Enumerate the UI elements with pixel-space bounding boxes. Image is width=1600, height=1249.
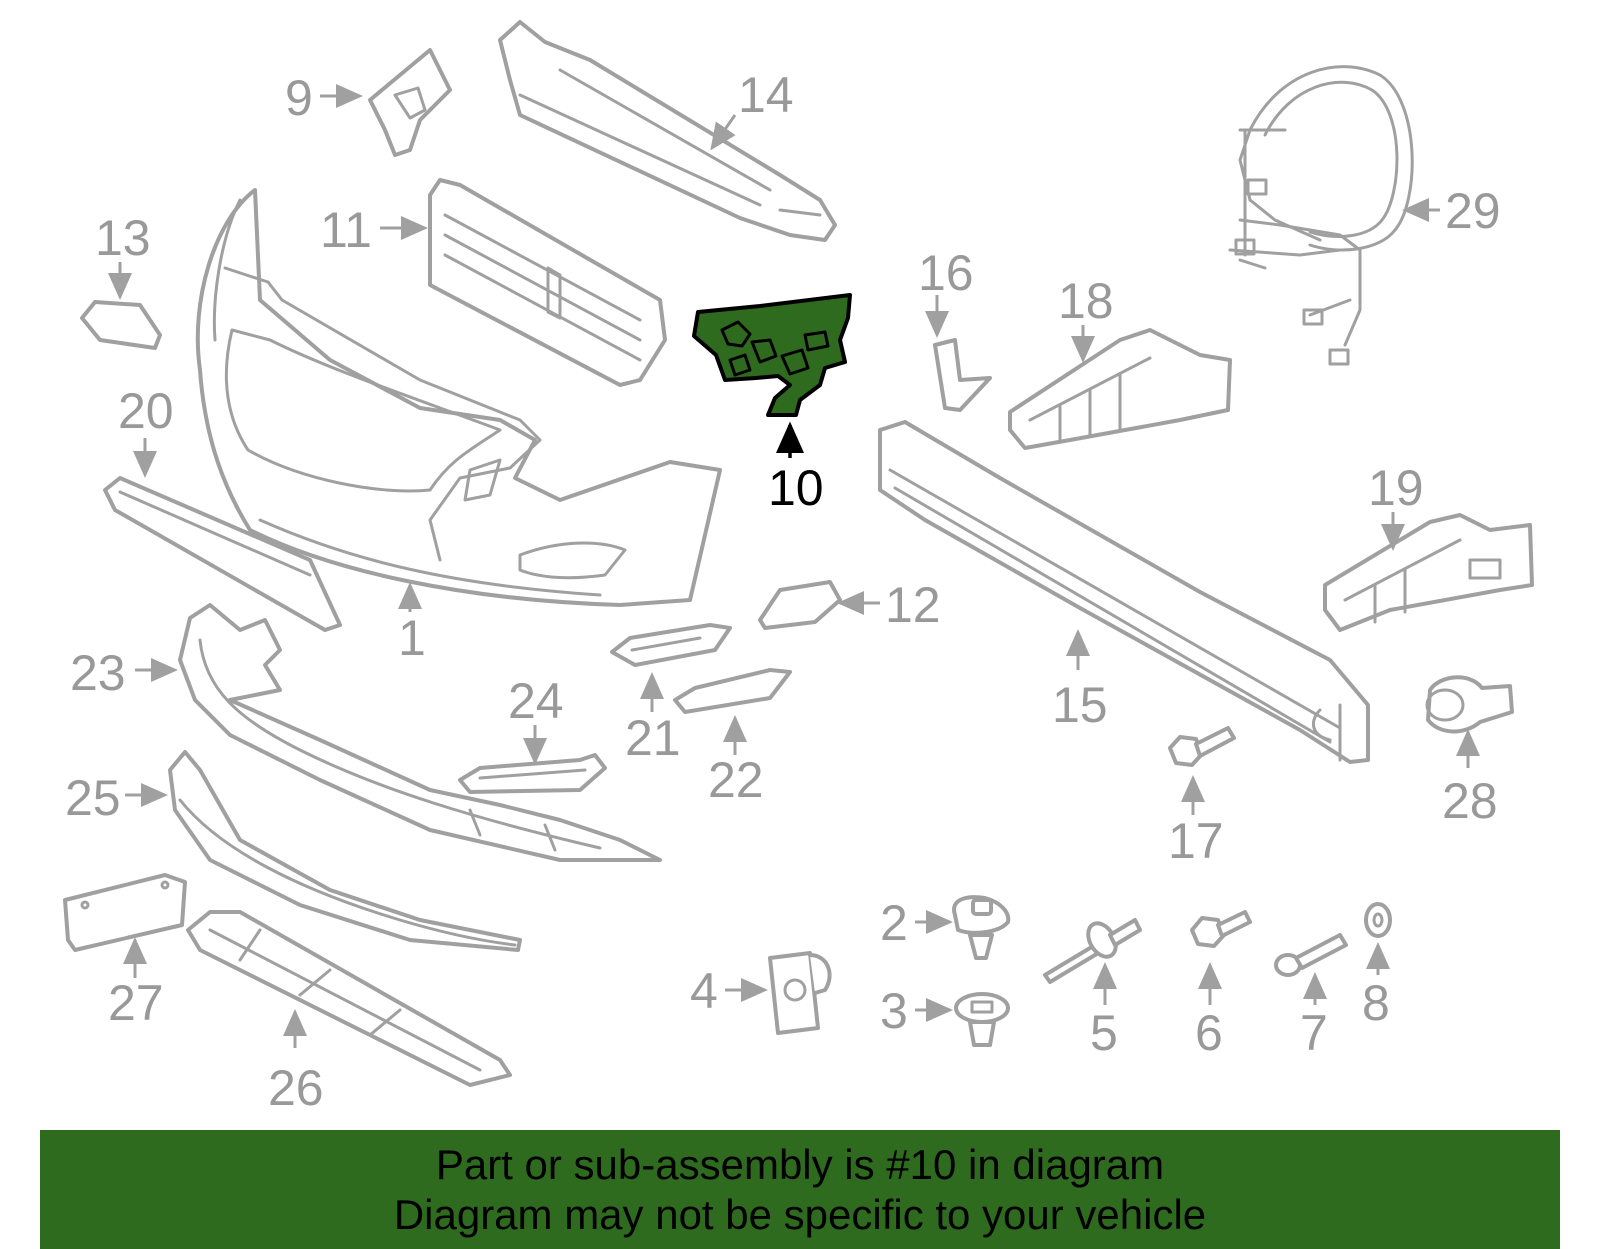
svg-text:13: 13 bbox=[95, 210, 151, 266]
svg-text:8: 8 bbox=[1362, 975, 1390, 1031]
svg-text:25: 25 bbox=[65, 770, 121, 826]
part-14-absorber bbox=[498, 20, 837, 242]
part-8-washer bbox=[1364, 902, 1392, 938]
part-2-push-clip bbox=[952, 895, 1011, 960]
svg-text:27: 27 bbox=[108, 975, 164, 1031]
callout-6: 6 bbox=[1195, 962, 1223, 1061]
svg-text:29: 29 bbox=[1445, 183, 1501, 239]
info-banner: Part or sub-assembly is #10 in diagram D… bbox=[40, 1130, 1560, 1249]
part-27-plate bbox=[63, 873, 187, 952]
svg-text:18: 18 bbox=[1058, 273, 1114, 329]
callout-22: 22 bbox=[708, 715, 764, 808]
callout-18: 18 bbox=[1058, 273, 1114, 363]
part-29-wiring-harness bbox=[1228, 65, 1414, 366]
part-26-skid-plate bbox=[186, 910, 512, 1087]
part-4-bracket bbox=[768, 951, 832, 1035]
svg-text:5: 5 bbox=[1090, 1005, 1118, 1061]
part-28-parking-sensor bbox=[1425, 675, 1514, 734]
callout-17: 17 bbox=[1168, 775, 1224, 869]
callout-21: 21 bbox=[625, 672, 681, 766]
callout-26: 26 bbox=[268, 1009, 324, 1116]
callout-7: 7 bbox=[1300, 972, 1328, 1061]
callout-2: 2 bbox=[880, 895, 953, 951]
callout-3: 3 bbox=[880, 983, 953, 1039]
callout-24: 24 bbox=[508, 673, 564, 765]
svg-text:17: 17 bbox=[1168, 813, 1224, 869]
svg-text:14: 14 bbox=[738, 67, 794, 123]
svg-text:2: 2 bbox=[880, 895, 908, 951]
part-10-bracket-highlighted bbox=[692, 293, 852, 417]
part-1-bumper-cover bbox=[195, 188, 722, 607]
callout-16: 16 bbox=[918, 245, 974, 338]
svg-text:16: 16 bbox=[918, 245, 974, 301]
part-15-reinforcement bbox=[878, 420, 1370, 764]
callout-10: 10 bbox=[768, 421, 824, 516]
part-21-fog-trim bbox=[610, 623, 732, 667]
part-19-crash-box bbox=[1323, 513, 1534, 632]
svg-text:21: 21 bbox=[625, 710, 681, 766]
callout-27: 27 bbox=[108, 937, 164, 1031]
callout-9: 9 bbox=[285, 70, 363, 126]
callout-11: 11 bbox=[320, 202, 428, 258]
banner-line-1: Part or sub-assembly is #10 in diagram bbox=[435, 1140, 1165, 1188]
svg-text:22: 22 bbox=[708, 752, 764, 808]
part-3-clip bbox=[954, 992, 1010, 1047]
part-24-trim bbox=[458, 753, 607, 794]
part-16-bracket bbox=[933, 338, 992, 412]
svg-text:7: 7 bbox=[1300, 1005, 1328, 1061]
svg-text:3: 3 bbox=[880, 983, 908, 1039]
svg-text:23: 23 bbox=[70, 645, 126, 701]
callout-5: 5 bbox=[1090, 962, 1118, 1061]
part-13-tow-cover bbox=[80, 300, 162, 350]
svg-text:1: 1 bbox=[398, 610, 426, 666]
svg-text:24: 24 bbox=[508, 673, 564, 729]
callout-23: 23 bbox=[70, 645, 178, 701]
part-17-bolt bbox=[1168, 726, 1236, 767]
svg-text:6: 6 bbox=[1195, 1005, 1223, 1061]
svg-text:10: 10 bbox=[768, 460, 824, 516]
callout-12: 12 bbox=[837, 577, 941, 633]
callout-8: 8 bbox=[1362, 942, 1390, 1031]
svg-text:20: 20 bbox=[118, 383, 174, 439]
banner-line-2: Diagram may not be specific to your vehi… bbox=[393, 1190, 1207, 1238]
svg-text:26: 26 bbox=[268, 1060, 324, 1116]
parts-diagram: 1 2 3 4 5 bbox=[63, 20, 1534, 1116]
callout-29: 29 bbox=[1402, 183, 1501, 239]
svg-text:15: 15 bbox=[1052, 677, 1108, 733]
part-9-bracket bbox=[368, 48, 452, 157]
callout-13: 13 bbox=[95, 210, 151, 300]
svg-text:9: 9 bbox=[285, 70, 313, 126]
svg-text:19: 19 bbox=[1368, 460, 1424, 516]
part-25-lip bbox=[168, 750, 522, 952]
part-5-screw bbox=[1043, 918, 1142, 984]
svg-text:4: 4 bbox=[690, 963, 718, 1019]
callout-20: 20 bbox=[118, 383, 174, 478]
part-12-trim bbox=[758, 580, 842, 630]
callout-25: 25 bbox=[65, 770, 168, 826]
part-7-bolt bbox=[1274, 933, 1348, 977]
part-22-trim bbox=[673, 668, 792, 714]
part-23-lower-spoiler bbox=[178, 603, 662, 862]
part-6-bolt bbox=[1190, 910, 1252, 948]
svg-text:11: 11 bbox=[320, 202, 372, 258]
callout-19: 19 bbox=[1368, 460, 1424, 551]
part-20-trim-strip bbox=[103, 476, 342, 632]
part-11-grille bbox=[428, 178, 667, 387]
callout-14: 14 bbox=[710, 67, 794, 151]
svg-text:28: 28 bbox=[1442, 773, 1498, 829]
part-18-crash-box bbox=[1008, 328, 1232, 450]
callout-4: 4 bbox=[690, 963, 768, 1019]
callout-15: 15 bbox=[1052, 629, 1108, 733]
svg-text:12: 12 bbox=[885, 577, 941, 633]
callout-28: 28 bbox=[1442, 729, 1498, 829]
callout-1: 1 bbox=[398, 582, 426, 666]
